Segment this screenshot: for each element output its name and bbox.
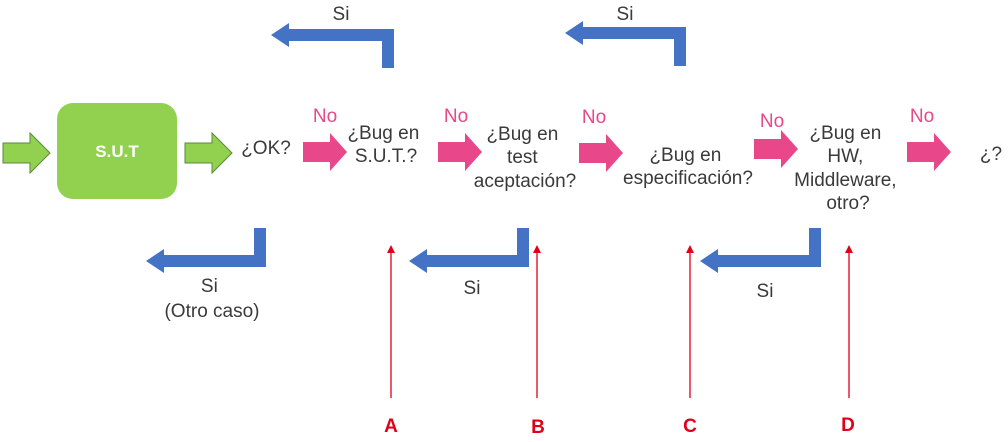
question-bug-test: ¿Bug en test aceptación? bbox=[474, 124, 576, 192]
si-label-bottom-2: Si bbox=[464, 278, 481, 299]
no-arrow-5 bbox=[907, 133, 951, 171]
marker-a-arrowhead bbox=[387, 245, 395, 253]
marker-a-label: A bbox=[384, 416, 398, 437]
question-unknown: ¿? bbox=[980, 144, 1002, 165]
no-arrow-3 bbox=[579, 134, 623, 172]
no-label-3: No bbox=[582, 107, 606, 128]
no-arrow-2 bbox=[438, 133, 482, 171]
no-label-4: No bbox=[760, 111, 784, 132]
no-label-2: No bbox=[444, 106, 468, 127]
marker-b-label: B bbox=[531, 417, 545, 438]
si-arrow-bottom-1 bbox=[146, 228, 266, 273]
si-arrow-bottom-3 bbox=[700, 228, 821, 273]
no-label-1: No bbox=[313, 106, 337, 127]
marker-b-arrowhead bbox=[533, 245, 541, 253]
marker-b: B bbox=[531, 245, 545, 438]
si-label-top-1: Si bbox=[333, 4, 350, 25]
output-arrow bbox=[184, 131, 233, 175]
marker-c-label: C bbox=[683, 416, 697, 437]
input-arrow bbox=[2, 131, 51, 175]
si-label-top-2: Si bbox=[617, 4, 634, 25]
sut-label: S.U.T bbox=[95, 142, 139, 161]
marker-a: A bbox=[384, 245, 398, 437]
question-ok: ¿OK? bbox=[241, 138, 291, 159]
si-arrow-top-1 bbox=[271, 23, 394, 68]
question-bug-sut: ¿Bug en S.U.T.? bbox=[347, 123, 424, 167]
si-arrow-bottom-2 bbox=[409, 228, 529, 273]
si-arrow-top-2 bbox=[565, 21, 686, 66]
marker-d-arrowhead bbox=[845, 245, 853, 253]
no-label-5: No bbox=[910, 106, 934, 127]
question-bug-spec: ¿Bug en especificación? bbox=[623, 145, 753, 189]
no-arrow-1 bbox=[303, 133, 347, 171]
question-bug-hw: ¿Bug en HW, Middleware, otro? bbox=[794, 123, 902, 214]
sut-box bbox=[57, 103, 177, 199]
si-label-otro-caso: Si (Otro caso) bbox=[164, 276, 259, 322]
marker-d-label: D bbox=[841, 415, 855, 436]
marker-c: C bbox=[683, 245, 697, 437]
marker-d: D bbox=[841, 245, 855, 436]
marker-c-arrowhead bbox=[686, 245, 694, 253]
no-arrow-4 bbox=[754, 130, 798, 168]
si-label-bottom-3: Si bbox=[757, 281, 774, 302]
